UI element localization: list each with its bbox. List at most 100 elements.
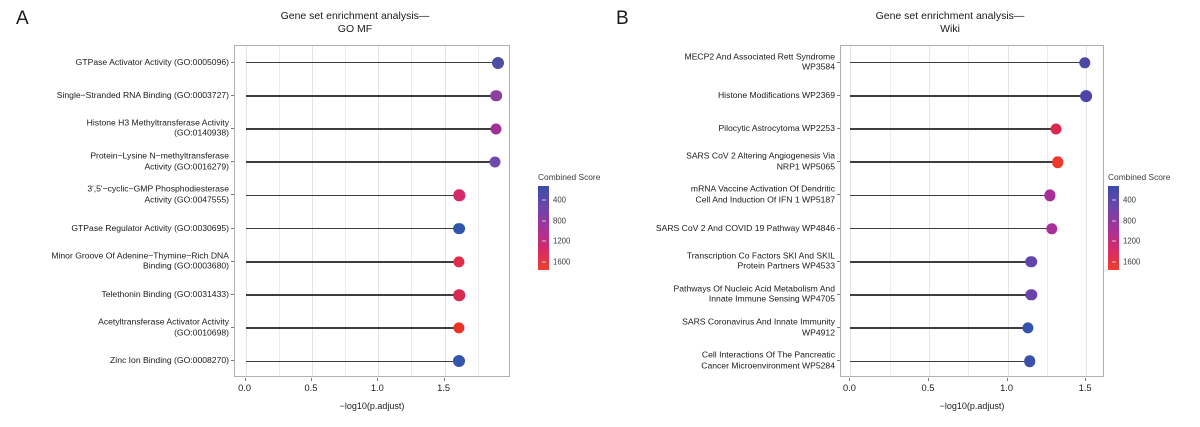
gridline-minor [889,46,891,376]
data-point-dot [490,90,503,102]
y-axis-tick [231,227,234,229]
legend-tick-label: 400 [553,195,567,205]
legend-colorbar-a [538,186,549,270]
gridline-minor [477,46,479,376]
gridline-major [378,46,380,376]
lollipop-stem [245,61,498,64]
x-axis-tick [1085,378,1087,381]
x-axis-tick-label: 1.0 [1000,383,1014,393]
y-axis-tick [231,61,234,63]
lollipop-stem [850,227,1052,230]
legend-tick [1111,240,1116,242]
x-axis-tick [377,378,379,381]
x-axis-tick-label: 0.5 [921,383,935,393]
y-axis-category-label: SARS Coronavirus And Innate Immunity WP4… [682,316,835,338]
lollipop-stem [245,294,460,296]
y-axis-tick [231,94,234,96]
lollipop-stem [245,327,460,329]
y-axis-category-label: Telethonin Binding (GO:0031433) [101,288,229,299]
gridline-major [245,46,247,376]
data-point-dot [489,156,501,168]
y-axis-category-label: MECP2 And Associated Rett Syndrome WP358… [684,51,835,72]
legend-tick-label: 1600 [553,257,571,267]
data-point-dot [490,123,502,135]
legend-tick [1111,261,1116,263]
data-point-dot [1080,89,1093,102]
y-axis-category-label: SARS CoV 2 And COVID 19 Pathway WP4846 [655,222,835,233]
gridline-major [929,46,930,376]
lollipop-stem [850,128,1057,130]
lollipop-stem [850,327,1028,329]
x-axis-tick-label: 0.5 [304,383,318,393]
lollipop-stem [245,128,497,130]
y-axis-category-label: Histone Modifications WP2369 [717,89,835,100]
legend-tick [541,240,546,242]
lollipop-stem [850,294,1032,296]
plot-title-b: Gene set enrichment analysis— Wiki [875,10,1025,35]
x-axis-tick-label: 0.0 [842,383,856,393]
y-axis-category-label: Cell Interactions Of The Pancreatic Canc… [701,349,835,371]
y-axis-tick [837,161,840,163]
x-axis-title-a: −log10(p.adjust) [339,401,405,411]
lollipop-stem [245,261,460,263]
gridline-minor [278,46,280,376]
lollipop-stem [850,161,1058,163]
x-axis-tick-label: 0.0 [238,383,252,393]
data-point-dot [1078,56,1091,69]
gridline-major [1007,46,1009,376]
y-axis-category-label: GTPase Regulator Activity (GO:0030695) [71,222,229,233]
y-axis-category-label: Single−Stranded RNA Binding (GO:0003727) [56,89,229,100]
x-axis-title-b: −log10(p.adjust) [939,401,1005,411]
x-axis-tick [244,378,246,381]
legend-tick-label: 1600 [1123,257,1141,267]
y-axis-category-label: SARS CoV 2 Altering Angiogenesis Via NRP… [686,150,835,172]
x-axis-tick [443,378,445,381]
data-point-dot [1052,156,1064,168]
lollipop-stem [245,161,496,163]
y-axis-tick [231,128,234,129]
y-axis-category-label: Protein−Lysine N−methyltransferase Activ… [90,150,229,172]
data-point-dot [1022,322,1034,334]
data-point-dot [1023,355,1036,368]
gridline-major [444,46,446,376]
legend-tick-label: 1200 [1123,236,1141,246]
legend-tick-label: 800 [553,216,567,226]
plot-area-b [840,45,1104,377]
data-point-dot [1025,256,1037,268]
y-axis-category-label: 3',5'−cyclic−GMP Phosphodiesterase Activ… [87,183,229,205]
y-axis-category-label: Zinc Ion Binding (GO:0008270) [110,355,229,366]
legend-tick-label: 1200 [553,236,571,246]
data-point-dot [453,222,466,235]
panel-letter-a: A [16,8,29,29]
data-point-dot [453,289,466,301]
legend-tick [541,261,546,263]
y-axis-tick [837,260,840,262]
legend-tick [1111,220,1116,222]
panel-letter-b: B [616,8,629,29]
x-axis-tick [310,378,312,381]
y-axis-category-label: mRNA Vaccine Activation Of Dendritic Cel… [690,183,835,205]
y-axis-category-label: Pilocytic Astrocytoma WP2253 [718,122,835,133]
legend-tick-label: 800 [1123,216,1137,226]
panel-b: B Gene set enrichment analysis— Wiki MEC… [600,0,1200,427]
lollipop-stem [245,227,460,230]
lollipop-stem [245,194,460,197]
x-axis-tick-label: 1.5 [437,383,451,393]
y-axis-tick [837,128,840,129]
gridline-minor [968,46,970,376]
lollipop-stem [850,194,1050,197]
y-axis-tick [837,94,840,96]
y-axis-tick [837,61,840,63]
x-axis-tick [849,378,851,381]
gridline-minor [1046,46,1048,376]
data-point-dot [1050,123,1062,135]
data-point-dot [491,56,504,69]
data-point-dot [1025,289,1037,301]
gridline-major [850,46,852,376]
x-axis-tick [928,378,929,381]
gridline-major [311,46,313,376]
data-point-dot [453,256,465,268]
x-axis-tick-label: 1.0 [370,383,384,393]
data-point-dot [453,189,465,202]
